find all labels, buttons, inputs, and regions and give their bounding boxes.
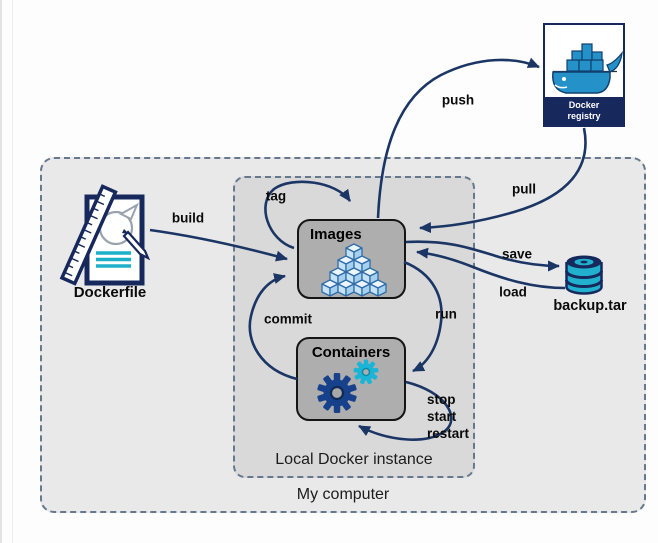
push-label: push [441, 92, 475, 108]
page-left-edge [0, 0, 2, 543]
local-docker-instance-label: Local Docker instance [275, 451, 433, 468]
pull-label: pull [512, 181, 536, 197]
images-node: Images [297, 219, 406, 299]
tag-label: tag [265, 188, 287, 204]
start-label: start [427, 409, 457, 424]
docker-registry-label: Docker registry [545, 97, 623, 125]
dockerfile-label: Dockerfile [73, 284, 147, 301]
run-label: run [435, 306, 457, 322]
commit-label: commit [263, 311, 313, 327]
my-computer-label: My computer [296, 486, 390, 503]
restart-label: restart [427, 426, 470, 441]
images-node-label: Images [310, 226, 362, 243]
containers-node-label: Containers [311, 344, 391, 361]
stop-label: stop [427, 392, 456, 407]
backup-tar-label: backup.tar [553, 298, 627, 314]
docker-registry-node: Docker registry [543, 23, 625, 127]
load-label: load [499, 284, 527, 300]
page-margin-line [12, 0, 13, 543]
save-label: save [501, 246, 533, 262]
build-label: build [171, 210, 205, 226]
containers-node: Containers [296, 337, 406, 421]
